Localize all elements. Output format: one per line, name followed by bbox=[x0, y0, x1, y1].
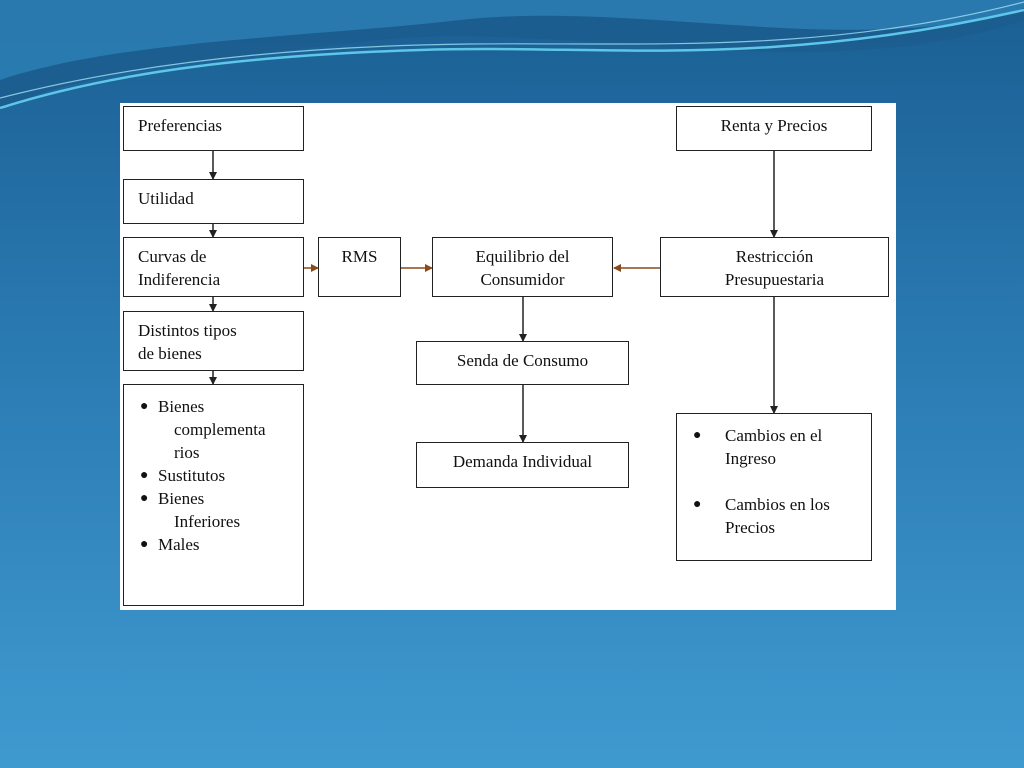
item-line: rios bbox=[174, 443, 200, 462]
label-distintos-line2: de bienes bbox=[138, 344, 202, 363]
item-line: complementa bbox=[174, 420, 266, 439]
diagram-canvas: Preferencias Utilidad Curvas de Indifere… bbox=[120, 103, 896, 610]
label-curvas-line2: Indiferencia bbox=[138, 270, 221, 289]
bullet-icon: ● bbox=[140, 399, 149, 414]
label-restriccion-line2: Presupuestaria bbox=[724, 270, 825, 289]
bienes-list: ● Bienes complementa rios ● Sustitutos ●… bbox=[140, 395, 297, 556]
box-senda-de-consumo: Senda de Consumo bbox=[416, 341, 629, 385]
label-equilibrio-line1: Equilibrio del bbox=[475, 247, 570, 266]
label-distintos-line1: Distintos tipos bbox=[138, 321, 237, 340]
bullet-icon: ● bbox=[140, 468, 149, 483]
label-utilidad: Utilidad bbox=[138, 189, 194, 208]
list-item-cambios-ingreso: ● Cambios en el Ingreso bbox=[691, 424, 865, 470]
box-distintos-tipos-de-bienes: Distintos tipos de bienes bbox=[123, 311, 304, 371]
label-demanda: Demanda Individual bbox=[452, 452, 593, 471]
bullet-icon: ● bbox=[140, 491, 149, 506]
wave-top-mid bbox=[0, 0, 1024, 80]
box-renta-y-precios: Renta y Precios bbox=[676, 106, 872, 151]
box-utilidad: Utilidad bbox=[123, 179, 304, 224]
item-line: Ingreso bbox=[725, 449, 776, 468]
bullet-icon: ● bbox=[140, 537, 149, 552]
item-line: Cambios en los bbox=[725, 495, 830, 514]
list-item-bienes-inferiores: ● Bienes Inferiores bbox=[140, 487, 297, 533]
label-renta: Renta y Precios bbox=[720, 116, 828, 135]
item-line: Sustitutos bbox=[158, 466, 226, 485]
box-rms: RMS bbox=[318, 237, 401, 297]
box-preferencias: Preferencias bbox=[123, 106, 304, 151]
list-item-cambios-precios: ● Cambios en los Precios bbox=[691, 493, 865, 539]
item-line: Males bbox=[158, 535, 200, 554]
label-curvas-line1: Curvas de bbox=[138, 247, 207, 266]
label-senda: Senda de Consumo bbox=[456, 351, 589, 370]
box-demanda-individual: Demanda Individual bbox=[416, 442, 629, 488]
list-item-bienes-complementarios: ● Bienes complementa rios bbox=[140, 395, 297, 464]
label-equilibrio-line2: Consumidor bbox=[480, 270, 565, 289]
label-rms: RMS bbox=[341, 247, 378, 266]
box-tipos-de-bienes-list: ● Bienes complementa rios ● Sustitutos ●… bbox=[123, 384, 304, 606]
bullet-icon: ● bbox=[693, 428, 702, 443]
bullet-icon: ● bbox=[693, 497, 702, 512]
item-line: Cambios en el bbox=[725, 426, 823, 445]
item-line: Bienes bbox=[158, 489, 205, 508]
wave-line-light-2 bbox=[0, 1, 1024, 99]
list-item-males: ● Males bbox=[140, 533, 297, 556]
connectors bbox=[209, 151, 778, 443]
label-restriccion-line1: Restricción bbox=[735, 247, 814, 266]
item-line: Bienes bbox=[158, 397, 205, 416]
item-line: Precios bbox=[725, 518, 776, 537]
box-restriccion-presupuestaria: Restricción Presupuestaria bbox=[660, 237, 889, 297]
list-item-sustitutos: ● Sustitutos bbox=[140, 464, 297, 487]
label-preferencias: Preferencias bbox=[138, 116, 223, 135]
box-cambios-list: ● Cambios en el Ingreso ● Cambios en los… bbox=[676, 413, 872, 561]
box-equilibrio-del-consumidor: Equilibrio del Consumidor bbox=[432, 237, 613, 297]
box-curvas-de-indiferencia: Curvas de Indiferencia bbox=[123, 237, 304, 297]
wave-line-light bbox=[0, 8, 1024, 110]
cambios-list: ● Cambios en el Ingreso ● Cambios en los… bbox=[691, 424, 865, 539]
item-line: Inferiores bbox=[174, 512, 241, 531]
